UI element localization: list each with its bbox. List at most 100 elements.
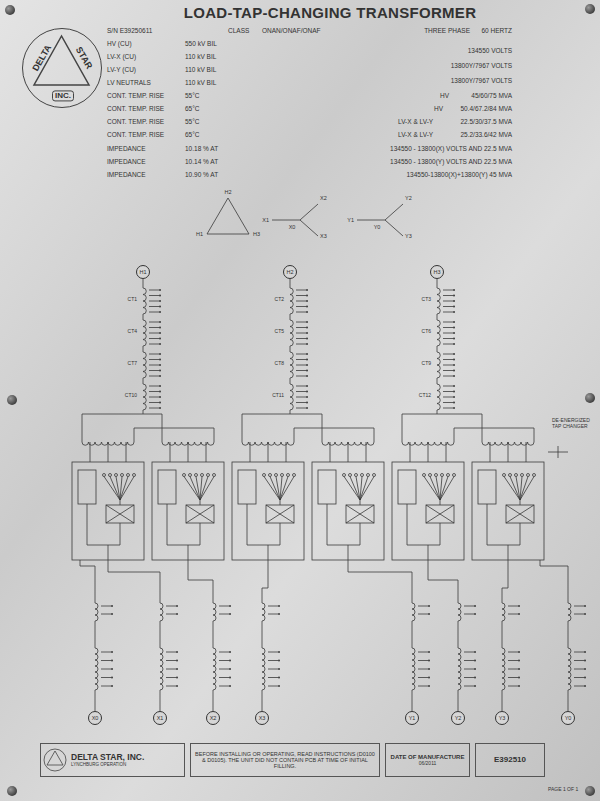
tap-lead xyxy=(443,391,453,392)
wire xyxy=(374,428,375,442)
tap-lead xyxy=(166,652,176,653)
tap-lead xyxy=(296,370,306,371)
ct-coil xyxy=(458,648,461,690)
ct-coil xyxy=(262,603,265,621)
reversing-switch xyxy=(478,470,496,504)
tap-dot xyxy=(428,613,430,615)
tap-lead xyxy=(219,660,229,661)
tap-lead xyxy=(149,306,159,307)
tap-lead xyxy=(296,344,306,345)
tap-dot xyxy=(278,685,280,687)
tap-dot xyxy=(176,685,178,687)
tap-dot xyxy=(453,353,455,355)
wire xyxy=(143,314,144,320)
tap-lead xyxy=(101,669,111,670)
tap-dot xyxy=(159,332,161,334)
tap-lead xyxy=(574,660,584,661)
spec-text: 134550 - 13800(X) VOLTS AND 22.5 MVA xyxy=(390,145,512,152)
tap-dot xyxy=(159,396,161,398)
terminal-label: X0 xyxy=(92,715,99,721)
tap-dot xyxy=(518,651,520,653)
tap-dot xyxy=(159,391,161,393)
phasor-label: X1 xyxy=(262,217,269,223)
wire xyxy=(534,428,535,442)
tap-lead xyxy=(464,677,474,678)
tap-lead xyxy=(508,686,518,687)
tap-lead xyxy=(443,301,453,302)
tap-dot xyxy=(159,289,161,291)
ct-coil xyxy=(568,603,571,621)
tap-dot xyxy=(306,327,308,329)
selector-contact xyxy=(521,474,524,477)
tap-dot xyxy=(453,407,455,409)
ct-label: CT11 xyxy=(272,393,284,399)
selector-contact xyxy=(423,474,426,477)
preventive-autotransformer xyxy=(266,505,294,523)
wire xyxy=(206,442,207,462)
tap-dot xyxy=(518,685,520,687)
tap-lead xyxy=(149,344,159,345)
preventive-autotransformer xyxy=(346,505,374,523)
spec-text: CONT. TEMP. RISE xyxy=(107,131,164,138)
tap-lead xyxy=(443,386,453,387)
spec-text: 134550 VOLTS xyxy=(468,47,512,54)
logo-text: DELTA xyxy=(30,43,53,73)
tap-lead xyxy=(268,686,278,687)
spec-text: HV xyxy=(434,105,443,112)
selector-contact xyxy=(201,474,204,477)
selector-lead xyxy=(504,477,520,501)
wire xyxy=(508,442,509,462)
tap-dot xyxy=(159,327,161,329)
tap-lead xyxy=(296,306,306,307)
ltc-compartment xyxy=(472,462,544,560)
neutral-lead xyxy=(540,560,568,600)
wire xyxy=(108,560,160,600)
wire xyxy=(502,560,508,600)
tap-lead xyxy=(101,686,111,687)
tap-lead xyxy=(268,677,278,678)
tap-dot xyxy=(159,385,161,387)
wye-symbol xyxy=(300,204,318,220)
tap-dot xyxy=(428,660,430,662)
wire xyxy=(108,545,109,560)
ct-label: CT1 xyxy=(128,297,137,303)
delta-symbol xyxy=(207,198,249,234)
selector-contact xyxy=(429,474,432,477)
tap-lead xyxy=(296,327,306,328)
selector-lead xyxy=(264,477,280,501)
tap-lead xyxy=(464,669,474,670)
ct-coil xyxy=(290,352,293,378)
ct-label: CT7 xyxy=(128,361,137,367)
ct-coil xyxy=(458,603,461,621)
pa-cross xyxy=(266,505,294,523)
tap-lead xyxy=(418,686,428,687)
wire xyxy=(290,314,291,320)
tap-dot xyxy=(306,321,308,323)
ct-coil xyxy=(437,320,440,346)
tap-lead xyxy=(296,301,306,302)
terminal-label: Y0 xyxy=(565,715,572,721)
wire xyxy=(280,500,281,505)
preventive-autotransformer xyxy=(426,505,454,523)
spec-text: 60 HERTZ xyxy=(481,27,512,34)
tap-lead xyxy=(166,614,176,615)
wire xyxy=(520,523,521,545)
tap-dot xyxy=(176,668,178,670)
wire xyxy=(502,621,503,648)
tap-dot xyxy=(306,396,308,398)
tap-lead xyxy=(149,338,159,339)
wire xyxy=(160,600,161,603)
tap-lead xyxy=(574,652,584,653)
schematic xyxy=(72,198,586,711)
page-number: PAGE 1 OF 1 xyxy=(548,787,578,793)
tap-dot xyxy=(474,651,476,653)
ct-label: CT8 xyxy=(275,361,284,367)
spec-text: LV-X & LV-Y xyxy=(398,118,433,125)
tap-lead xyxy=(166,677,176,678)
selector-lead xyxy=(200,477,214,501)
tap-lead xyxy=(443,295,453,296)
ct-coil xyxy=(412,648,415,690)
tap-lead xyxy=(101,660,111,661)
ltc-compartment xyxy=(72,462,144,560)
tap-lead xyxy=(149,295,159,296)
